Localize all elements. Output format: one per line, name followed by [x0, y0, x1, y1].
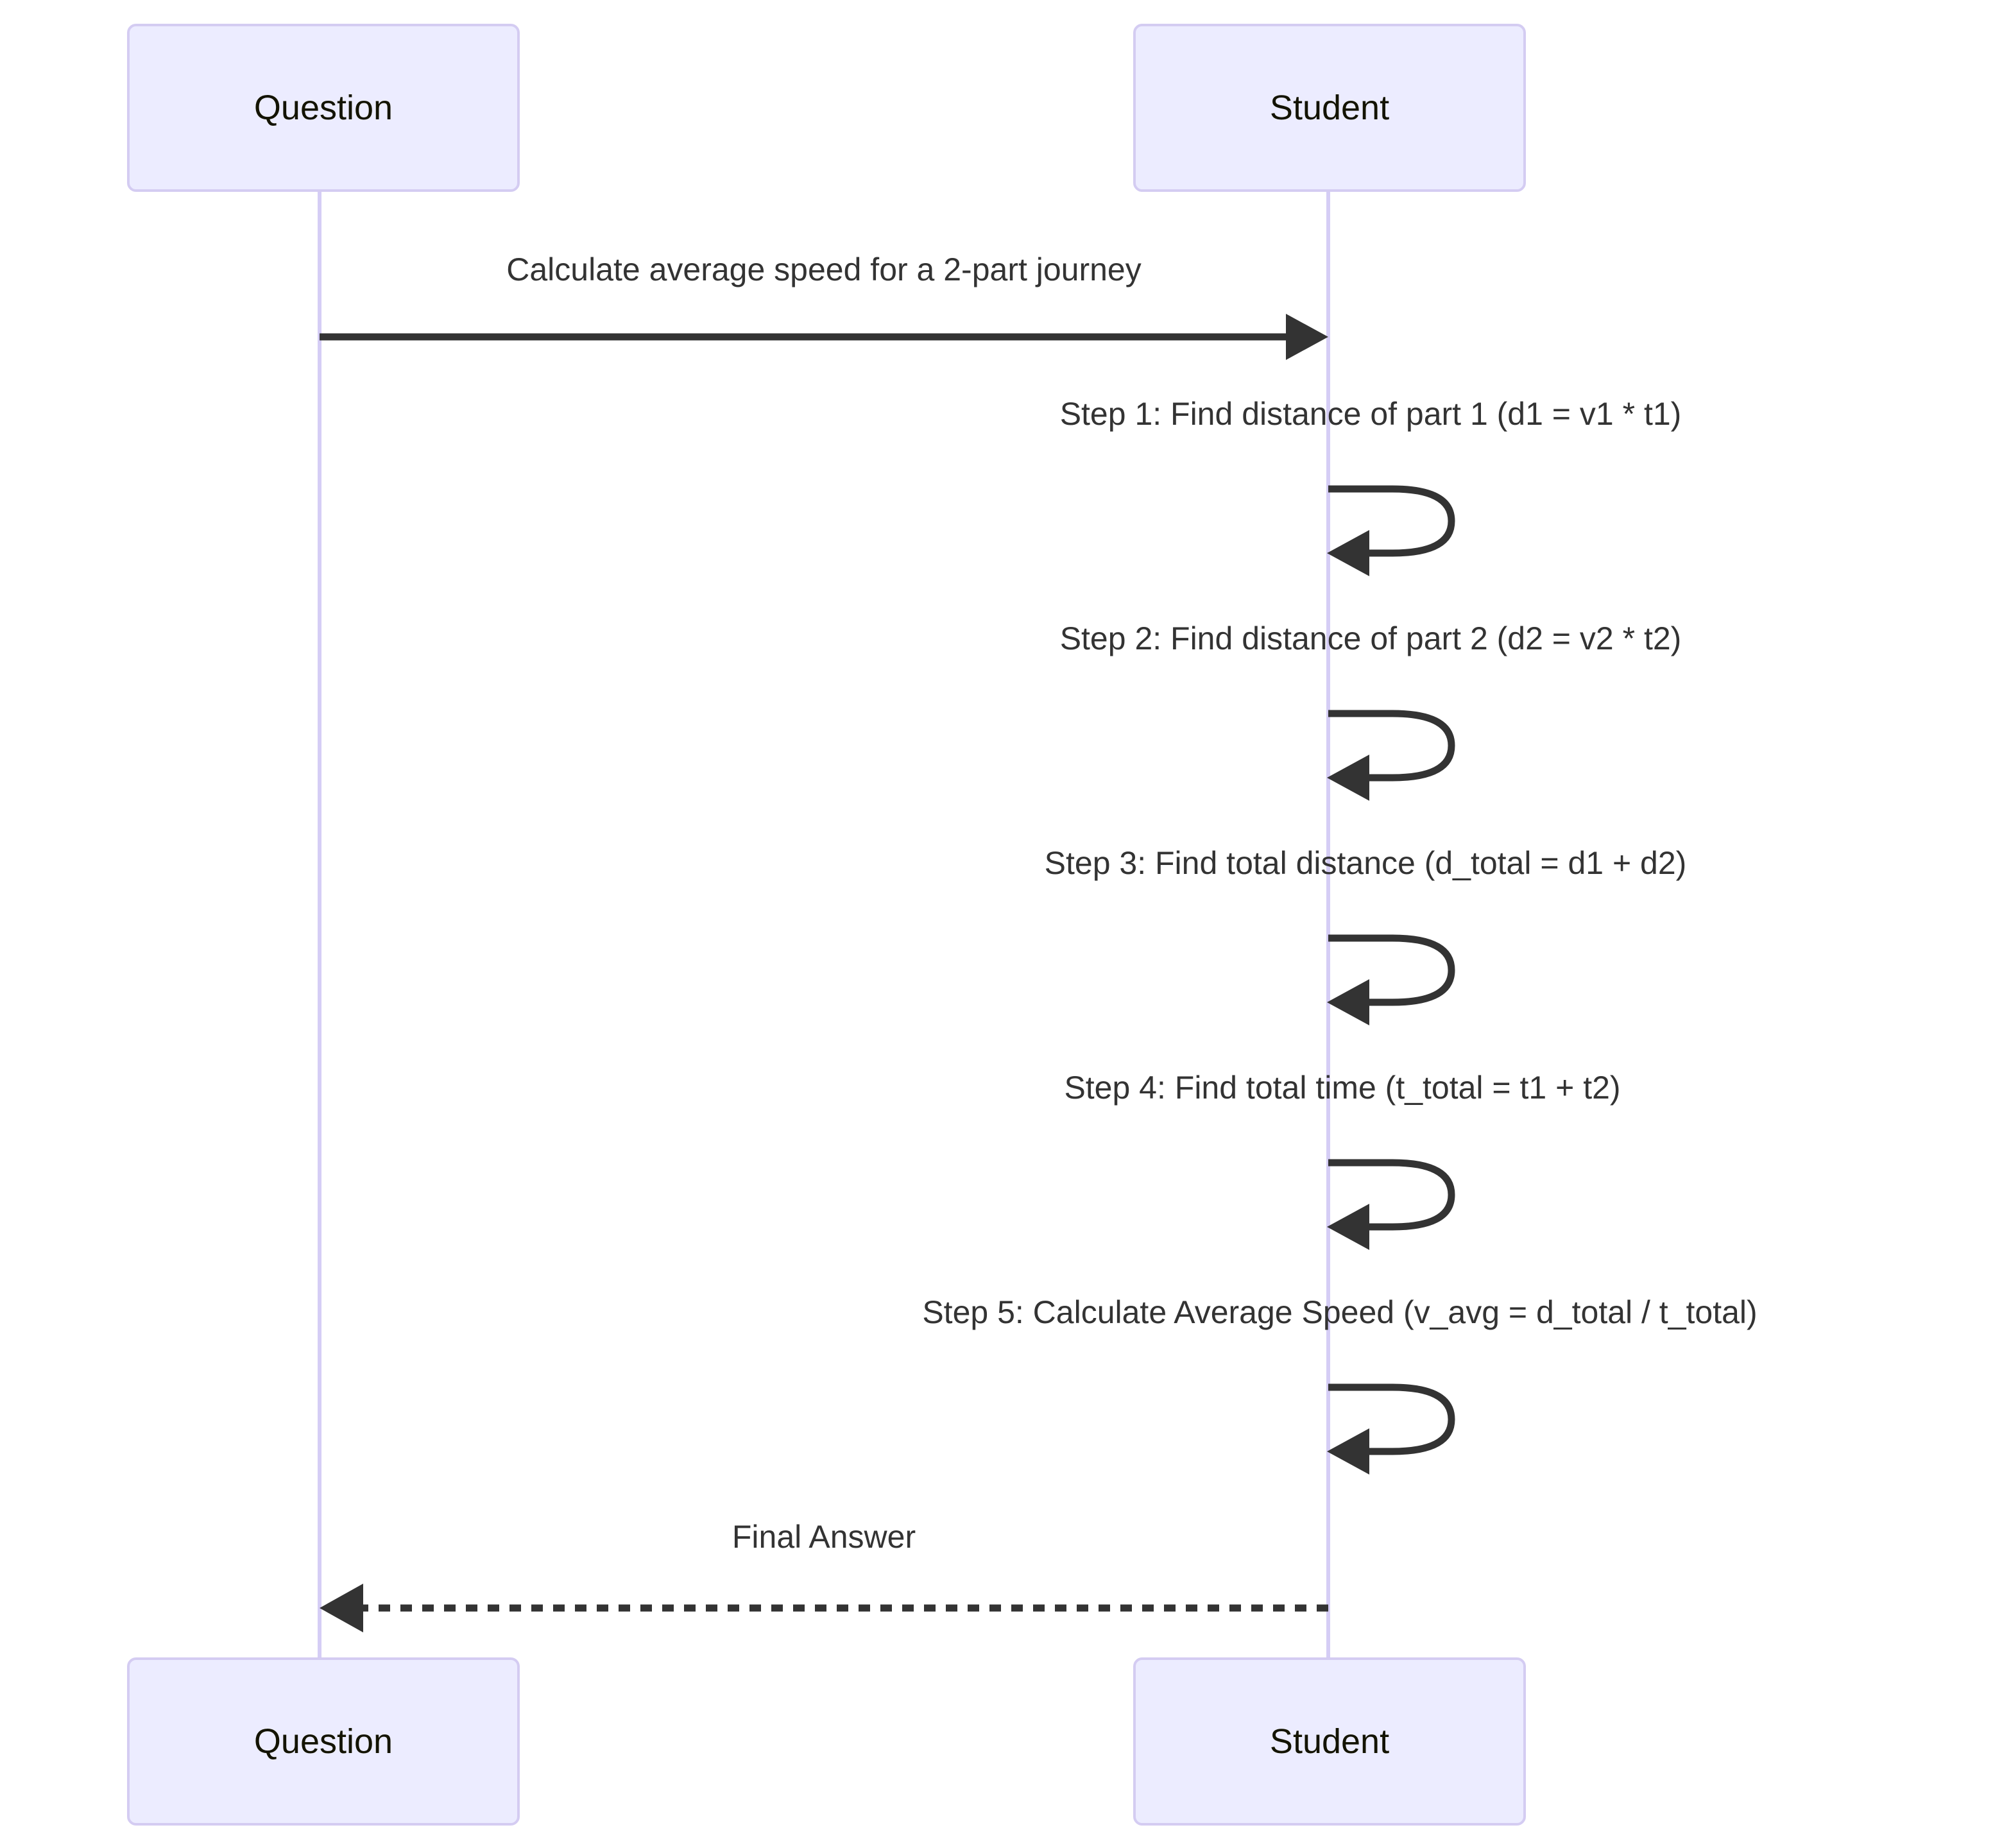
- loop-path-step-4: [1328, 1159, 1455, 1231]
- lifeline-question: [318, 192, 321, 1657]
- actor-box-student-top[interactable]: Student: [1133, 24, 1526, 192]
- loop-arrow-head-step-2: [1327, 755, 1369, 801]
- loop-path-step-5: [1328, 1383, 1455, 1455]
- message-label-step-5: Step 5: Calculate Average Speed (v_avg =…: [922, 1294, 1758, 1330]
- message-selfloop-step-3: [1327, 934, 1455, 1025]
- actor-label-student-top: Student: [1269, 89, 1390, 127]
- loop-path-step-2: [1328, 710, 1455, 782]
- loop-path-step-3: [1328, 934, 1455, 1006]
- message-label-step-2: Step 2: Find distance of part 2 (d2 = v2…: [1059, 620, 1682, 656]
- loop-arrow-head-step-3: [1327, 979, 1369, 1025]
- loop-arrow-head-step-1: [1327, 530, 1369, 576]
- arrow-head-response: [320, 1584, 363, 1632]
- lifeline-student: [1326, 192, 1330, 1657]
- loop-path-step-1: [1328, 485, 1455, 557]
- loop-arrow-head-step-5: [1327, 1428, 1369, 1475]
- message-selfloop-step-2: [1327, 710, 1455, 801]
- actor-box-student-bottom[interactable]: Student: [1133, 1657, 1526, 1826]
- actor-box-question-top[interactable]: Question: [127, 24, 520, 192]
- message-arrow-request: [320, 314, 1328, 360]
- message-selfloop-step-1: [1327, 485, 1455, 576]
- message-selfloop-step-5: [1327, 1383, 1455, 1475]
- message-arrow-response: [320, 1584, 1328, 1632]
- message-label-step-4: Step 4: Find total time (t_total = t1 + …: [1064, 1070, 1621, 1106]
- actor-box-question-bottom[interactable]: Question: [127, 1657, 520, 1826]
- message-selfloop-step-4: [1327, 1159, 1455, 1250]
- message-label-step-1: Step 1: Find distance of part 1 (d1 = v1…: [1059, 396, 1682, 432]
- actor-label-question-top: Question: [253, 89, 393, 127]
- message-label-response: Final Answer: [732, 1519, 916, 1555]
- loop-arrow-head-step-4: [1327, 1204, 1369, 1250]
- actor-label-student-bottom: Student: [1269, 1722, 1390, 1761]
- actor-label-question-bottom: Question: [253, 1722, 393, 1761]
- message-label-request: Calculate average speed for a 2-part jou…: [506, 252, 1142, 287]
- message-label-step-3: Step 3: Find total distance (d_total = d…: [1044, 845, 1687, 881]
- arrow-head-request: [1286, 314, 1328, 360]
